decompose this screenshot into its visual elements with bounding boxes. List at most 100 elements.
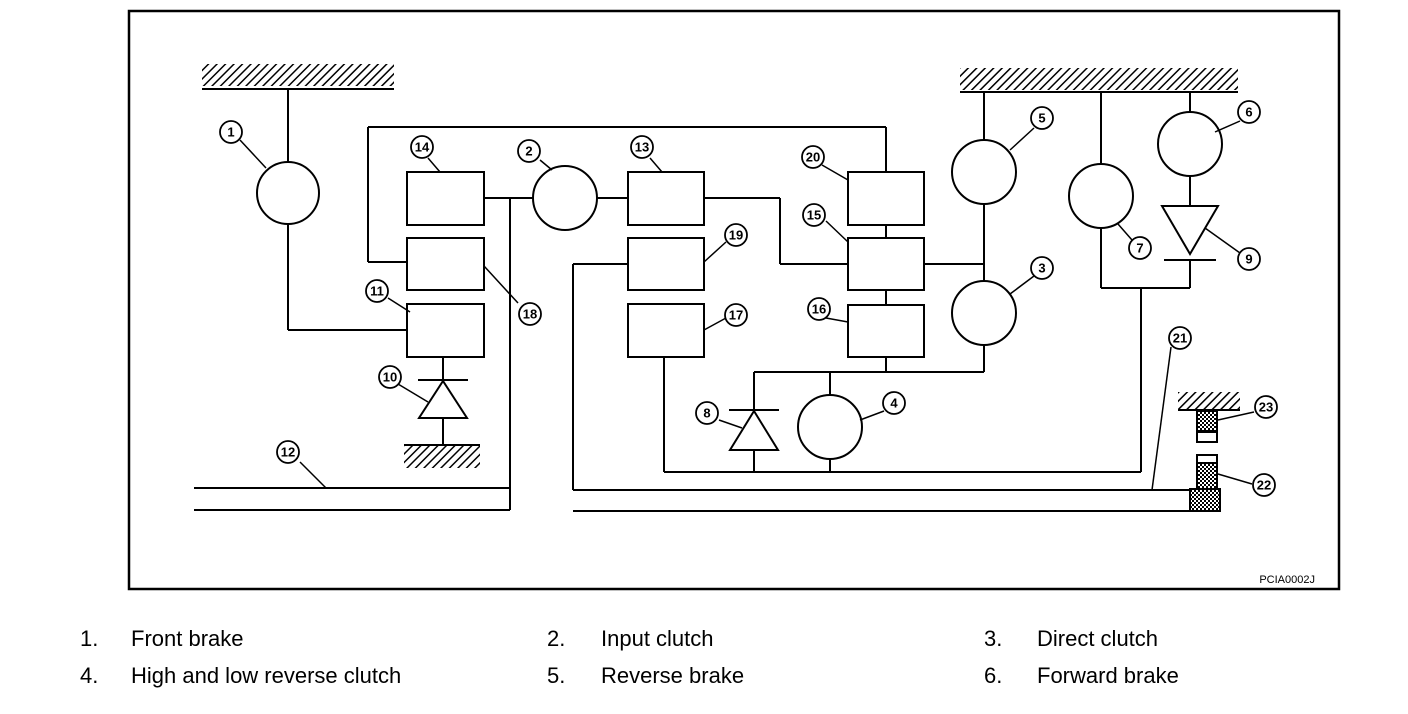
callout-17: 17 (724, 303, 748, 327)
callout-19: 19 (724, 223, 748, 247)
callout-circle (630, 135, 654, 159)
callout-22: 22 (1252, 473, 1276, 497)
callout-9: 9 (1237, 247, 1261, 271)
callout-number: 12 (281, 445, 295, 460)
box-18 (406, 237, 485, 291)
callout-5: 5 (1030, 106, 1054, 130)
legend-label: High and low reverse clutch (131, 663, 402, 688)
callout-13: 13 (630, 135, 654, 159)
callout-12: 12 (276, 440, 300, 464)
one-way-clutch-9 (1160, 205, 1220, 261)
callout-circle (882, 391, 906, 415)
connection-lines (194, 89, 1191, 512)
callout-16: 16 (807, 297, 831, 321)
one-way-clutch-8 (728, 409, 780, 451)
callout-circle (1252, 473, 1276, 497)
callout-11: 11 (365, 279, 389, 303)
legend-number: 4. (80, 663, 99, 688)
callout-circle (219, 120, 243, 144)
callout-number: 19 (729, 228, 743, 243)
callout-7: 7 (1128, 236, 1152, 260)
box-16 (847, 304, 925, 358)
callout-number: 11 (370, 284, 384, 299)
legend-label: Input clutch (601, 626, 714, 651)
callout-21: 21 (1168, 326, 1192, 350)
figure-code: PCIA0002J (1259, 574, 1315, 586)
legend-number: 1. (80, 626, 99, 651)
callout-circle (1237, 100, 1261, 124)
callout-circle (1168, 326, 1192, 350)
callout-number: 18 (523, 307, 537, 322)
callout-number: 20 (806, 150, 820, 165)
callout-circle (802, 203, 826, 227)
callout-23: 23 (1254, 395, 1278, 419)
front-brake-1 (256, 161, 320, 225)
box-14 (406, 171, 485, 226)
callout-number: 22 (1257, 478, 1271, 493)
callout-circle (1030, 256, 1054, 280)
direct-clutch-3 (951, 280, 1017, 346)
ground-hatch-left (202, 64, 394, 90)
callout-number: 9 (1245, 252, 1252, 267)
callout-number: 14 (415, 140, 430, 155)
callout-circle (1254, 395, 1278, 419)
callout-number: 7 (1136, 241, 1143, 256)
callout-circle (276, 440, 300, 464)
box-15 (847, 237, 925, 291)
legend-label: Front brake (131, 626, 244, 651)
callout-number: 21 (1173, 331, 1187, 346)
callout-1: 1 (219, 120, 243, 144)
callout-circle (1128, 236, 1152, 260)
callout-number: 16 (812, 302, 826, 317)
callout-number: 1 (227, 125, 234, 140)
callout-number: 5 (1038, 111, 1045, 126)
callout-number: 10 (383, 370, 397, 385)
callout-number: 8 (703, 406, 710, 421)
ground-hatch-23 (1178, 392, 1240, 411)
leader-lines (239, 120, 1255, 491)
high-low-reverse-clutch-4 (797, 394, 863, 460)
callout-14: 14 (410, 135, 434, 159)
reverse-brake-5 (951, 139, 1017, 205)
callout-circle (801, 145, 825, 169)
callout-number: 6 (1245, 105, 1252, 120)
callout-circle (807, 297, 831, 321)
callout-2: 2 (517, 139, 541, 163)
legend-number: 2. (547, 626, 566, 651)
legend-number: 5. (547, 663, 566, 688)
callout-6: 6 (1237, 100, 1261, 124)
legend-number: 3. (984, 626, 1003, 651)
callout-number: 13 (635, 140, 649, 155)
callout-number: 23 (1259, 400, 1273, 415)
input-clutch-2 (532, 165, 598, 231)
box-19 (627, 237, 705, 291)
callout-circle (365, 279, 389, 303)
callout-circle (410, 135, 434, 159)
callout-circle (695, 401, 719, 425)
callout-number: 15 (807, 208, 821, 223)
callout-4: 4 (882, 391, 906, 415)
legend-label: Reverse brake (601, 663, 745, 688)
callout-10: 10 (378, 365, 402, 389)
forward-brake-6 (1157, 111, 1223, 177)
callout-circle (517, 139, 541, 163)
ground-hatch-bottom (404, 444, 480, 468)
parking-gear-22 (1189, 454, 1221, 512)
callout-18: 18 (518, 302, 542, 326)
legend-number: 6. (984, 663, 1003, 688)
callout-circle (378, 365, 402, 389)
callout-number: 4 (890, 396, 898, 411)
box-17 (627, 303, 705, 358)
one-way-clutch-10 (417, 379, 469, 419)
callout-circle (1237, 247, 1261, 271)
box-11 (406, 303, 485, 358)
callout-number: 2 (525, 144, 532, 159)
callout-circle (724, 223, 748, 247)
callout-circle (724, 303, 748, 327)
callout-circle (1030, 106, 1054, 130)
callout-3: 3 (1030, 256, 1054, 280)
callout-number: 3 (1038, 261, 1045, 276)
element-7 (1068, 163, 1134, 229)
